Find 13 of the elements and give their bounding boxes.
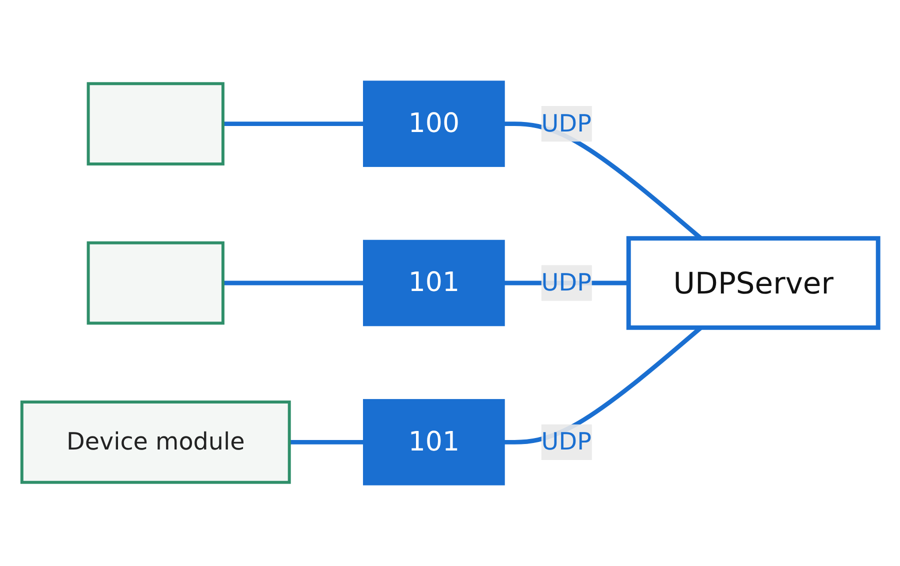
node-box bbox=[86, 241, 224, 325]
connector bbox=[289, 440, 364, 444]
connector bbox=[222, 280, 364, 286]
connector bbox=[222, 122, 364, 126]
node-box: 101 bbox=[363, 240, 505, 326]
node-box: 101 bbox=[363, 399, 505, 486]
node-label: UDP bbox=[541, 427, 592, 456]
node-label: UDP bbox=[541, 268, 592, 296]
node-box bbox=[86, 82, 224, 166]
node-box: 100 bbox=[363, 80, 505, 167]
node-label: UDP bbox=[541, 108, 592, 138]
node-box: UDPServer bbox=[626, 236, 880, 330]
node-box: Device module bbox=[20, 400, 291, 484]
